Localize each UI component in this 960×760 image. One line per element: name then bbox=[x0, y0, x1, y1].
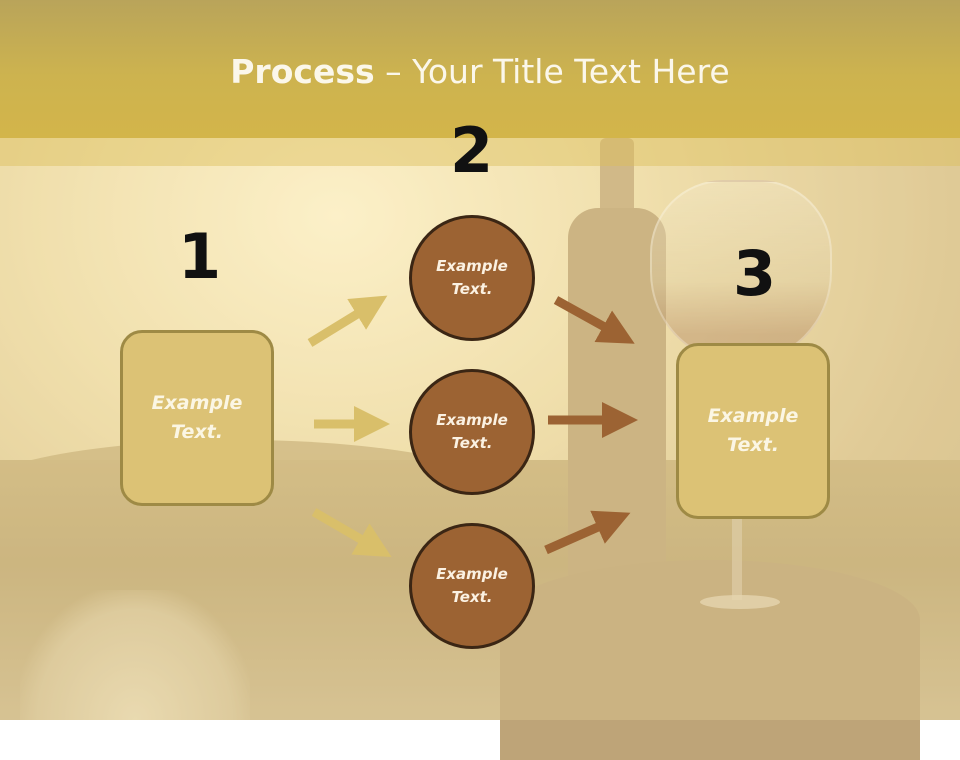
step-2-circle-top[interactable]: Example Text. bbox=[409, 215, 535, 341]
slide-title-bold: Process bbox=[230, 52, 375, 91]
process-arrows bbox=[307, 295, 638, 558]
arrow-1-to-bottom bbox=[311, 508, 392, 558]
circle-top-label: Example Text. bbox=[436, 257, 508, 298]
title-bar-band bbox=[0, 138, 960, 166]
arrow-1-to-top bbox=[307, 295, 388, 347]
arrow-bottom-to-3 bbox=[544, 510, 631, 555]
step-3-box[interactable]: Example Text. bbox=[676, 343, 830, 519]
slide-title[interactable]: Process – Your Title Text Here bbox=[0, 52, 960, 91]
step-2-circle-middle[interactable]: Example Text. bbox=[409, 369, 535, 495]
step-3-label: Example Text. bbox=[707, 405, 799, 456]
wine-glass-base bbox=[700, 595, 780, 609]
step-number-1: 1 bbox=[178, 220, 222, 293]
step-2-circle-bottom[interactable]: Example Text. bbox=[409, 523, 535, 649]
step-number-2: 2 bbox=[450, 114, 494, 187]
step-1-box[interactable]: Example Text. bbox=[120, 330, 274, 506]
circle-bottom-label: Example Text. bbox=[436, 565, 508, 606]
step-number-3: 3 bbox=[733, 237, 777, 310]
step-1-label: Example Text. bbox=[151, 392, 243, 443]
slide-title-rest: – Your Title Text Here bbox=[374, 52, 730, 91]
vineyard-path bbox=[20, 590, 250, 720]
circle-middle-label: Example Text. bbox=[436, 411, 508, 452]
arrow-top-to-3 bbox=[553, 296, 635, 344]
title-bar bbox=[0, 0, 960, 138]
